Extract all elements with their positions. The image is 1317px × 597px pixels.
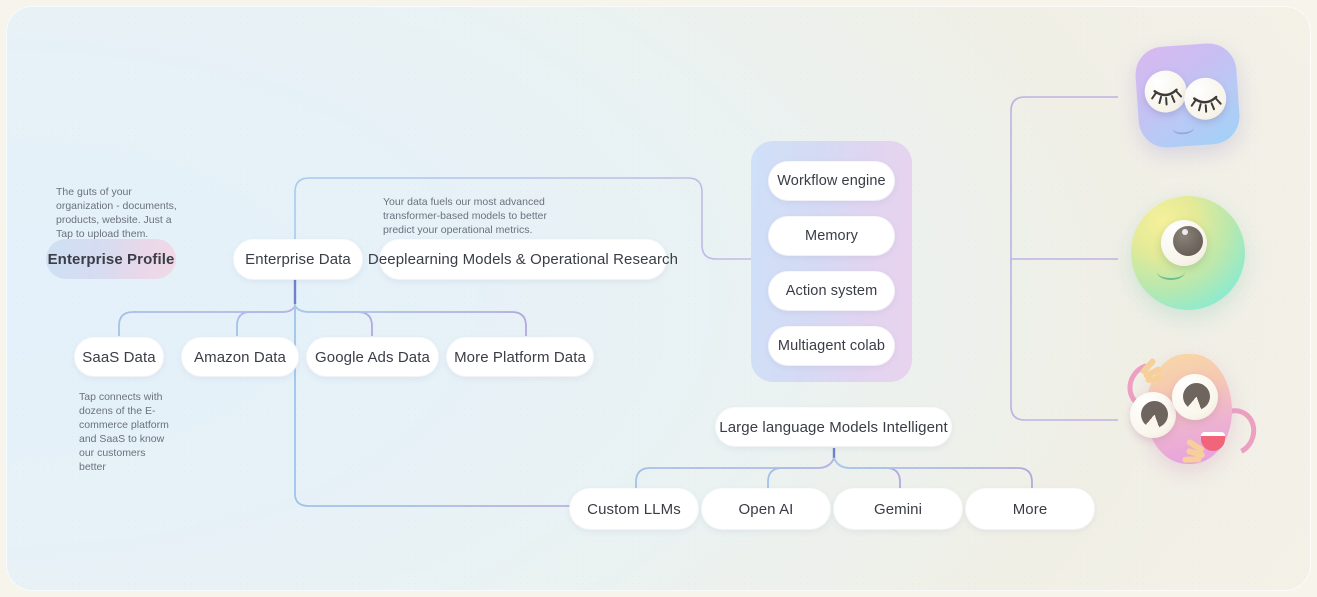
open-mouth-icon [1201, 432, 1225, 451]
eye-right-icon [1172, 374, 1218, 420]
node-workflow-engine[interactable]: Workflow engine [769, 162, 894, 200]
node-multiagent-colab[interactable]: Multiagent colab [769, 327, 894, 365]
node-google-ads-data[interactable]: Google Ads Data [307, 338, 438, 376]
node-more-llms[interactable]: More [966, 489, 1094, 529]
node-amazon-data[interactable]: Amazon Data [182, 338, 298, 376]
note-platform: Tap connects with dozens of the E-commer… [79, 391, 169, 473]
note-profile: The guts of your organization - document… [56, 186, 177, 240]
node-open-ai[interactable]: Open AI [702, 489, 830, 529]
smile-icon [1157, 264, 1185, 280]
pupil-icon [1183, 383, 1210, 410]
eye-icon [1161, 220, 1207, 266]
node-more-platform-data[interactable]: More Platform Data [447, 338, 593, 376]
happy-blob-face-icon[interactable] [1118, 344, 1263, 472]
eye-left-icon [1143, 69, 1189, 114]
pupil-icon [1141, 401, 1168, 428]
sleepy-face-icon[interactable] [1133, 41, 1242, 150]
eye-right-icon [1182, 76, 1228, 122]
pupil-icon [1173, 226, 1203, 256]
node-deeplearning-models[interactable]: Deeplearning Models & Operational Resear… [368, 240, 678, 279]
eye-left-icon [1130, 392, 1176, 438]
node-enterprise-profile[interactable]: Enterprise Profile [46, 239, 176, 279]
eye-glint-icon [1182, 229, 1188, 235]
node-custom-llms[interactable]: Custom LLMs [570, 489, 698, 529]
note-models: Your data fuels our most advanced transf… [383, 196, 547, 236]
node-large-language-models[interactable]: Large language Models Intelligent [716, 408, 951, 446]
node-enterprise-data[interactable]: Enterprise Data [234, 240, 362, 279]
node-saas-data[interactable]: SaaS Data [75, 338, 163, 376]
node-memory[interactable]: Memory [769, 217, 894, 255]
node-gemini[interactable]: Gemini [834, 489, 962, 529]
node-action-system[interactable]: Action system [769, 272, 894, 310]
smile-icon [1171, 120, 1195, 136]
one-eye-face-icon[interactable] [1131, 196, 1245, 310]
connector-lines [118, 96, 1118, 507]
mindmap-canvas: The guts of your organization - document… [6, 6, 1311, 591]
